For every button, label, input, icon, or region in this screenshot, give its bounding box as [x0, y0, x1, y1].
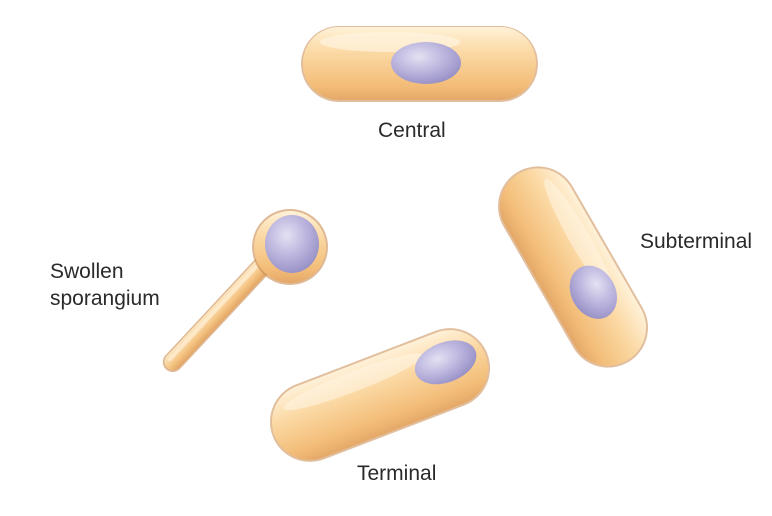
label-swollen-line2: sporangium — [50, 287, 160, 310]
label-swollen-line1: Swollen — [50, 260, 124, 283]
swollen-spore — [265, 215, 319, 273]
label-terminal: Terminal — [357, 462, 437, 485]
central-spore — [391, 42, 461, 84]
subterminal-cell — [498, 166, 648, 368]
central-cell — [301, 26, 538, 102]
terminal-spore — [414, 340, 477, 385]
swollen-sporangium-cell — [162, 209, 328, 373]
subterminal-spore — [569, 265, 617, 319]
label-subterminal: Subterminal — [640, 230, 753, 253]
label-swollen-sporangium: Swollen sporangium — [50, 258, 160, 312]
terminal-cell — [269, 328, 491, 462]
label-central: Central — [378, 119, 446, 142]
